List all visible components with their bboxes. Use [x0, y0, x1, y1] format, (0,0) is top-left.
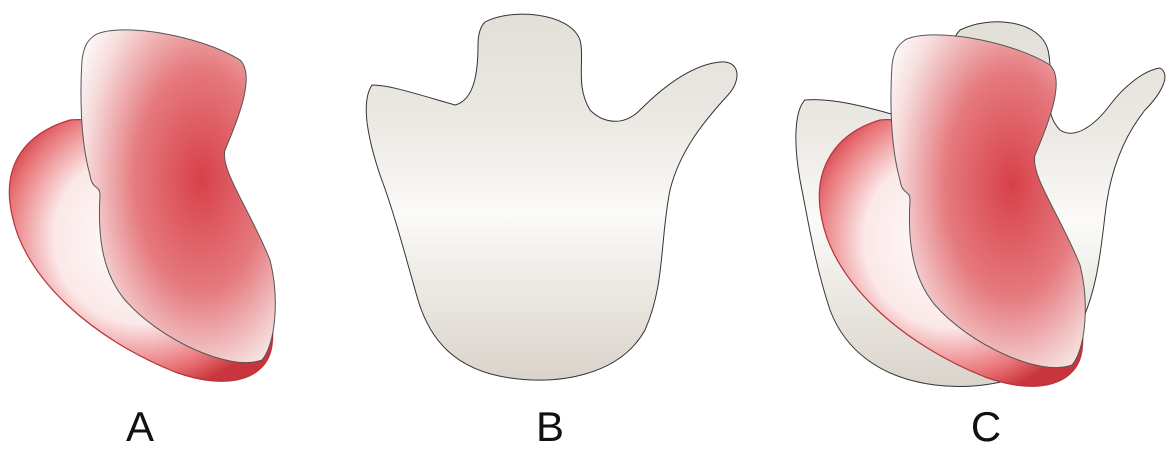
- panel-label-b: B: [490, 402, 610, 452]
- panel-b-body: [366, 14, 737, 380]
- panel-label-c: C: [926, 402, 1046, 452]
- panel-b-shape: [366, 14, 737, 380]
- panel-c-shape: [796, 22, 1165, 387]
- panel-label-a: A: [80, 402, 200, 452]
- panel-a-shape: [9, 30, 275, 381]
- diagram-figure: [0, 0, 1172, 400]
